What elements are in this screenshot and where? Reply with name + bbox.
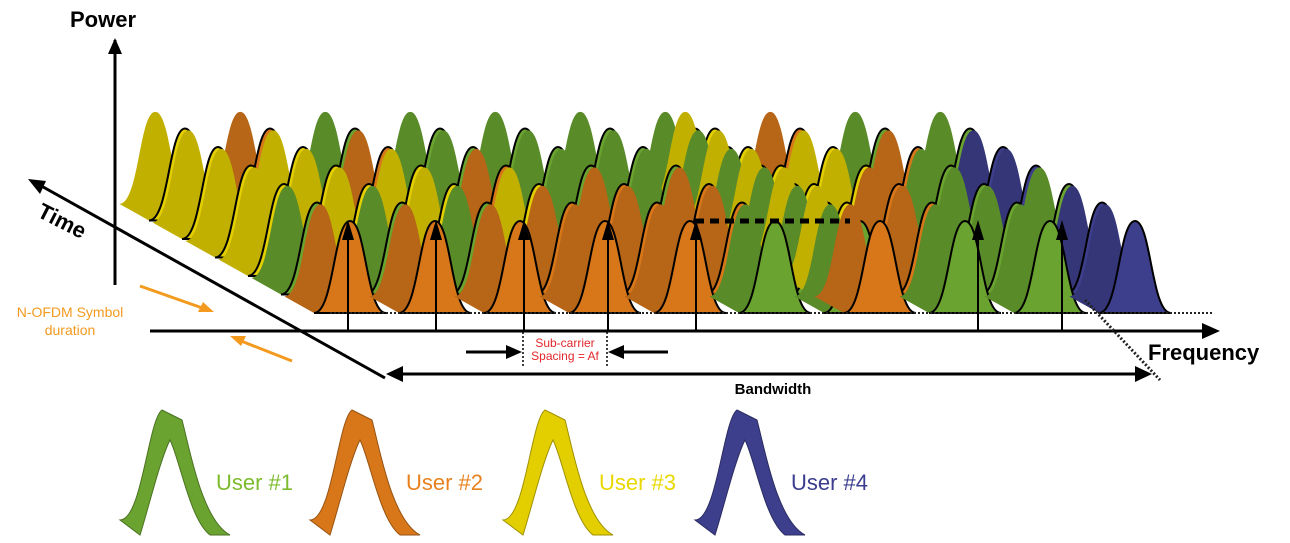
axes: [28, 38, 1220, 382]
power-axis-label: Power: [70, 7, 136, 32]
symbol-duration-arrowhead-top: [198, 302, 214, 312]
subcarrier-pulse-user2: [653, 219, 727, 314]
legend-label: User #2: [406, 470, 483, 495]
subcarrier-arrowhead: [342, 220, 354, 240]
time-axis-arrow: [28, 179, 46, 194]
legend: User #1 User #2 User #3 User #4: [118, 409, 868, 536]
legend-label: User #3: [599, 470, 676, 495]
subcarrier-pulse-user2: [568, 219, 642, 314]
spacing-arrowhead-left: [506, 345, 522, 359]
subcarrier-arrowhead: [972, 220, 984, 240]
subcarrier-pulse-user2: [483, 219, 557, 314]
legend-swatch: [118, 409, 231, 536]
subcarrier-pulse-user2: [313, 219, 387, 314]
legend-item-1: User #1: [118, 409, 293, 536]
subcarrier-label-line1: Sub-carrier: [535, 336, 594, 350]
subcarrier-arrowhead: [518, 220, 530, 240]
subcarrier-pulse-user4: [1098, 219, 1172, 314]
symbol-duration-label-line2: duration: [45, 322, 96, 338]
legend-item-2: User #2: [308, 409, 483, 536]
subcarrier-pulse-user2: [843, 219, 917, 314]
legend-item-3: User #3: [501, 409, 676, 536]
symbol-duration-arrowhead-bottom: [230, 336, 246, 346]
frequency-axis-arrow: [1202, 323, 1220, 339]
symbol-duration-arrow-top: [139, 284, 209, 312]
subcarrier-arrows: [342, 220, 1068, 332]
legend-label: User #4: [791, 470, 868, 495]
legend-swatch: [501, 409, 614, 536]
legend-swatch: [308, 409, 421, 536]
subcarrier-arrowhead: [1056, 220, 1068, 240]
symbol-duration-arrow-bottom: [235, 337, 293, 363]
legend-label: User #1: [216, 470, 293, 495]
subcarrier-pulse-user1: [928, 219, 1002, 314]
subcarrier-arrowhead: [430, 220, 442, 240]
legend-swatch: [693, 409, 806, 536]
bandwidth-arrowhead-right: [1135, 366, 1152, 382]
legend-item-4: User #4: [693, 409, 868, 536]
subcarrier-arrowhead: [602, 220, 614, 240]
frequency-axis-label: Frequency: [1148, 340, 1260, 365]
subcarrier-arrowhead: [690, 220, 702, 240]
bandwidth-arrowhead-left: [386, 366, 403, 382]
subcarrier-pulse-user1: [1013, 219, 1087, 314]
power-axis-arrow: [108, 38, 122, 54]
time-axis-label: Time: [34, 198, 91, 243]
subcarrier-label-line2: Spacing = Af: [531, 349, 599, 363]
bandwidth-label: Bandwidth: [735, 381, 812, 398]
time-axis: [35, 181, 386, 380]
symbol-duration-label-line1: N-OFDM Symbol: [17, 304, 124, 320]
subcarrier-waves: [119, 111, 1172, 314]
spacing-arrowhead-right: [608, 345, 624, 359]
